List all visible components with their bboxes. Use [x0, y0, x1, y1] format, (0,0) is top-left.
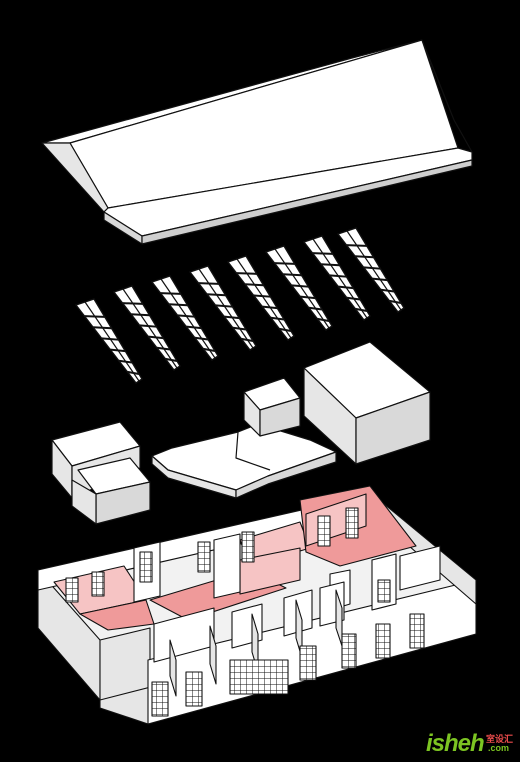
window: [377, 579, 391, 603]
roof-truss: [226, 255, 295, 341]
window: [197, 541, 211, 573]
window: [241, 531, 255, 563]
window: [151, 681, 169, 717]
watermark-chinese-text: 室设汇: [486, 735, 514, 745]
watermark-logo: isheh 室设汇 .com: [426, 730, 516, 758]
window: [91, 571, 105, 597]
roof-trusses-layer: [74, 227, 405, 384]
center-slab: [151, 423, 337, 499]
window: [375, 623, 391, 659]
roof-truss: [188, 265, 257, 351]
window: [139, 551, 153, 583]
window: [317, 515, 331, 547]
window: [299, 645, 317, 681]
upper-volumes-layer: [51, 341, 431, 525]
window: [409, 613, 425, 649]
roof-truss: [302, 235, 371, 321]
left-volume: [51, 421, 151, 525]
watermark-main-text: isheh: [426, 730, 485, 757]
window: [65, 577, 79, 603]
window: [345, 507, 359, 539]
window: [185, 671, 203, 707]
window: [341, 633, 357, 669]
watermark-domain-text: .com: [488, 743, 510, 753]
roof-layer: [41, 39, 473, 245]
roof-truss: [264, 245, 333, 331]
ground-floor-layer: [37, 485, 477, 725]
roof-truss: [336, 227, 405, 313]
large-right-volume: [303, 341, 431, 465]
roof-truss: [150, 275, 219, 361]
small-tower-volume: [243, 377, 301, 437]
entrance-glazing: [229, 659, 289, 695]
window-grid: [65, 507, 425, 717]
roof-truss: [112, 285, 181, 371]
roof-truss: [74, 298, 143, 384]
